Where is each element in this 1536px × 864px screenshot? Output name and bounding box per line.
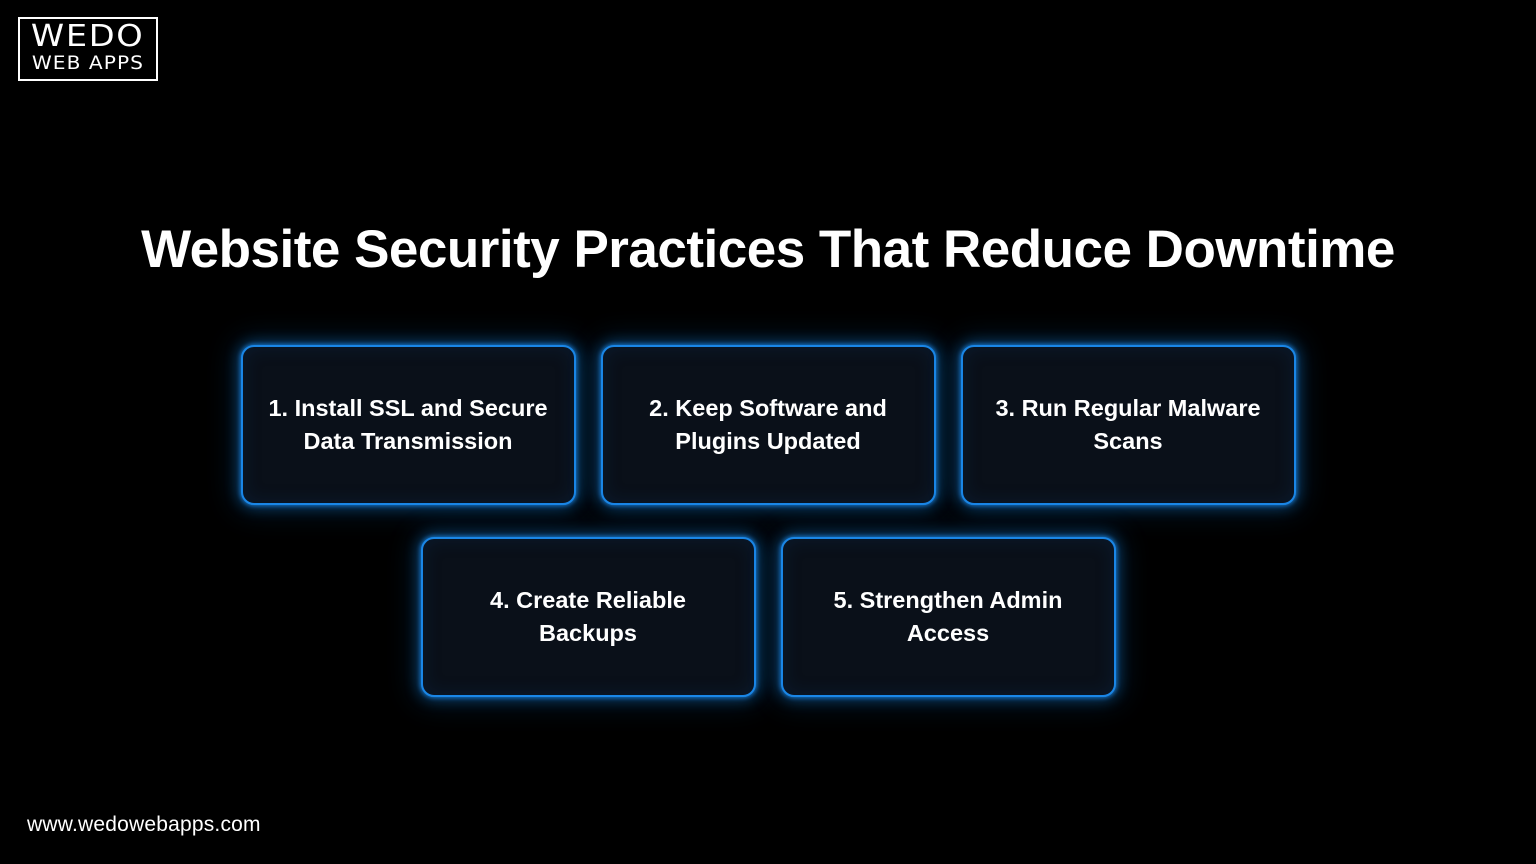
practice-card-5[interactable]: 5. Strengthen Admin Access	[780, 537, 1116, 697]
practices-card-grid: 1. Install SSL and Secure Data Transmiss…	[0, 345, 1536, 697]
logo-wordmark-secondary: WEB APPS	[31, 52, 145, 75]
practice-card-2-label: 2. Keep Software and Plugins Updated	[649, 395, 887, 454]
practice-card-3-label: 3. Run Regular Malware Scans	[995, 395, 1261, 454]
practice-card-4[interactable]: 4. Create Reliable Backups	[420, 537, 756, 697]
logo-wordmark-primary: WEDO	[31, 19, 145, 55]
card-row-top: 1. Install SSL and Secure Data Transmiss…	[0, 345, 1536, 505]
card-row-bottom: 4. Create Reliable Backups 5. Strengthen…	[0, 537, 1536, 697]
practice-card-2[interactable]: 2. Keep Software and Plugins Updated	[600, 345, 936, 505]
practice-card-4-label: 4. Create Reliable Backups	[490, 587, 686, 646]
practice-card-5-label: 5. Strengthen Admin Access	[833, 587, 1063, 646]
page-title: Website Security Practices That Reduce D…	[141, 219, 1395, 279]
practice-card-3[interactable]: 3. Run Regular Malware Scans	[960, 345, 1296, 505]
brand-logo[interactable]: WEDO WEB APPS	[18, 17, 158, 81]
practice-card-1[interactable]: 1. Install SSL and Secure Data Transmiss…	[240, 345, 576, 505]
practice-card-1-label: 1. Install SSL and Secure Data Transmiss…	[268, 395, 548, 454]
footer-website-url[interactable]: www.wedowebapps.com	[27, 813, 261, 836]
